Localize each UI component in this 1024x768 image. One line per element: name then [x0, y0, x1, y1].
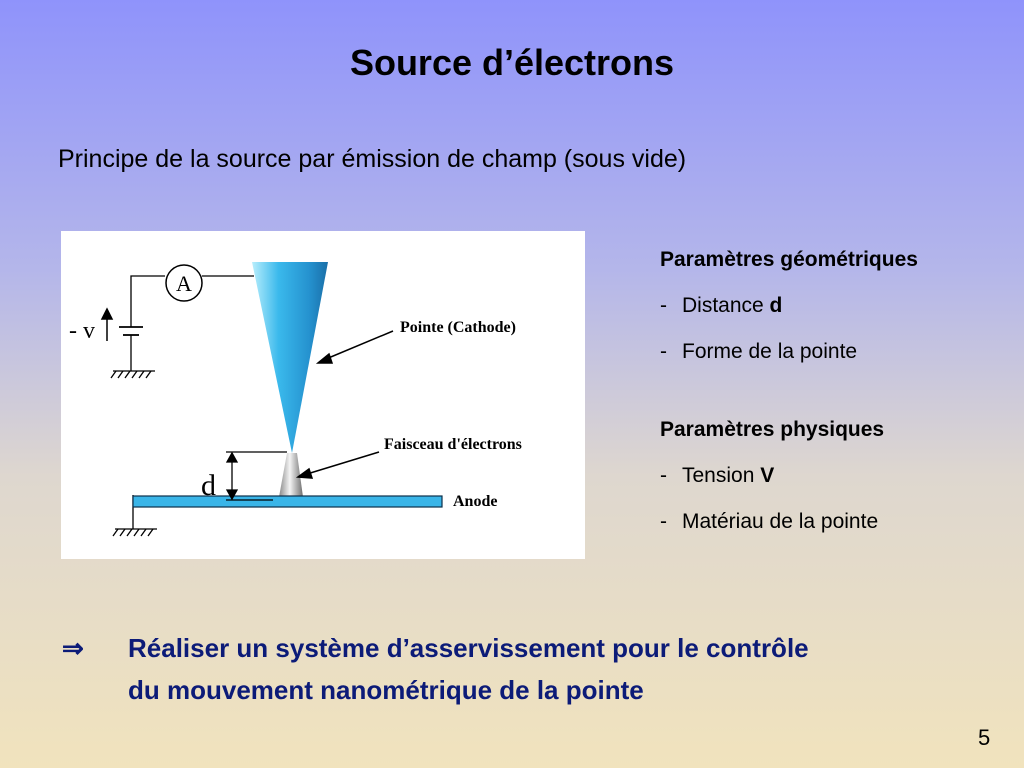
- param-item-distance: -Distance d: [660, 294, 783, 317]
- param-item-symbol: V: [760, 464, 775, 487]
- anode-label: Anode: [453, 493, 497, 510]
- param-item-voltage: -Tension V: [660, 464, 775, 487]
- tip-pointer-arrow: [315, 330, 394, 364]
- physical-params: Paramètres physiques -Tension V -Matéria…: [660, 418, 1020, 534]
- param-item-tip-shape: -Forme de la pointe: [660, 340, 858, 363]
- slide-title: Source d’électrons: [349, 42, 675, 83]
- slide-subtitle: Principe de la source par émission de ch…: [58, 145, 687, 173]
- parameters-panel: Paramètres géométriques -Distance d -For…: [660, 248, 1020, 534]
- ammeter-label: A: [176, 271, 192, 296]
- beam-label: Faisceau d'électrons: [384, 436, 522, 453]
- cathode-tip: [252, 262, 328, 453]
- diagram-svg: A - v: [69, 262, 522, 537]
- param-item-tip-material: -Matériau de la pointe: [660, 510, 879, 533]
- physical-params-heading: Paramètres physiques: [660, 418, 885, 441]
- ground-symbol-bottom: [112, 528, 157, 537]
- geometric-params-heading: Paramètres géométriques: [660, 248, 918, 271]
- voltage-label: - v: [69, 318, 95, 344]
- beam-pointer-arrow: [295, 451, 380, 479]
- anode-plate: [132, 495, 443, 508]
- voltage-source: [119, 326, 143, 336]
- ground-symbol-top: [110, 370, 155, 379]
- electron-beam: [279, 453, 303, 497]
- field-emission-diagram: A - v: [61, 231, 585, 559]
- distance-label: d: [201, 469, 216, 502]
- conclusion-text-1: Réaliser un système d’asservissement pou…: [128, 633, 809, 663]
- distance-marker: [225, 451, 287, 501]
- page-number: 5: [978, 725, 991, 750]
- conclusion-statement: ⇒ Réaliser un système d’asservissement po…: [62, 627, 982, 711]
- geometric-params: Paramètres géométriques -Distance d -For…: [660, 248, 1020, 364]
- param-item-symbol: d: [769, 294, 783, 317]
- conclusion-line-1: ⇒ Réaliser un système d’asservissement po…: [62, 627, 982, 669]
- param-item-text: Distance: [682, 294, 770, 317]
- voltage-arrow: [100, 307, 114, 341]
- param-item-text: Matériau de la pointe: [682, 510, 879, 533]
- implies-arrow-icon: ⇒: [62, 633, 84, 663]
- tip-label: Pointe (Cathode): [400, 319, 516, 336]
- ammeter: A: [165, 264, 203, 302]
- param-item-text: Tension: [682, 464, 761, 487]
- param-item-text: Forme de la pointe: [682, 340, 858, 363]
- conclusion-line-2: du mouvement nanométrique de la pointe: [128, 675, 644, 705]
